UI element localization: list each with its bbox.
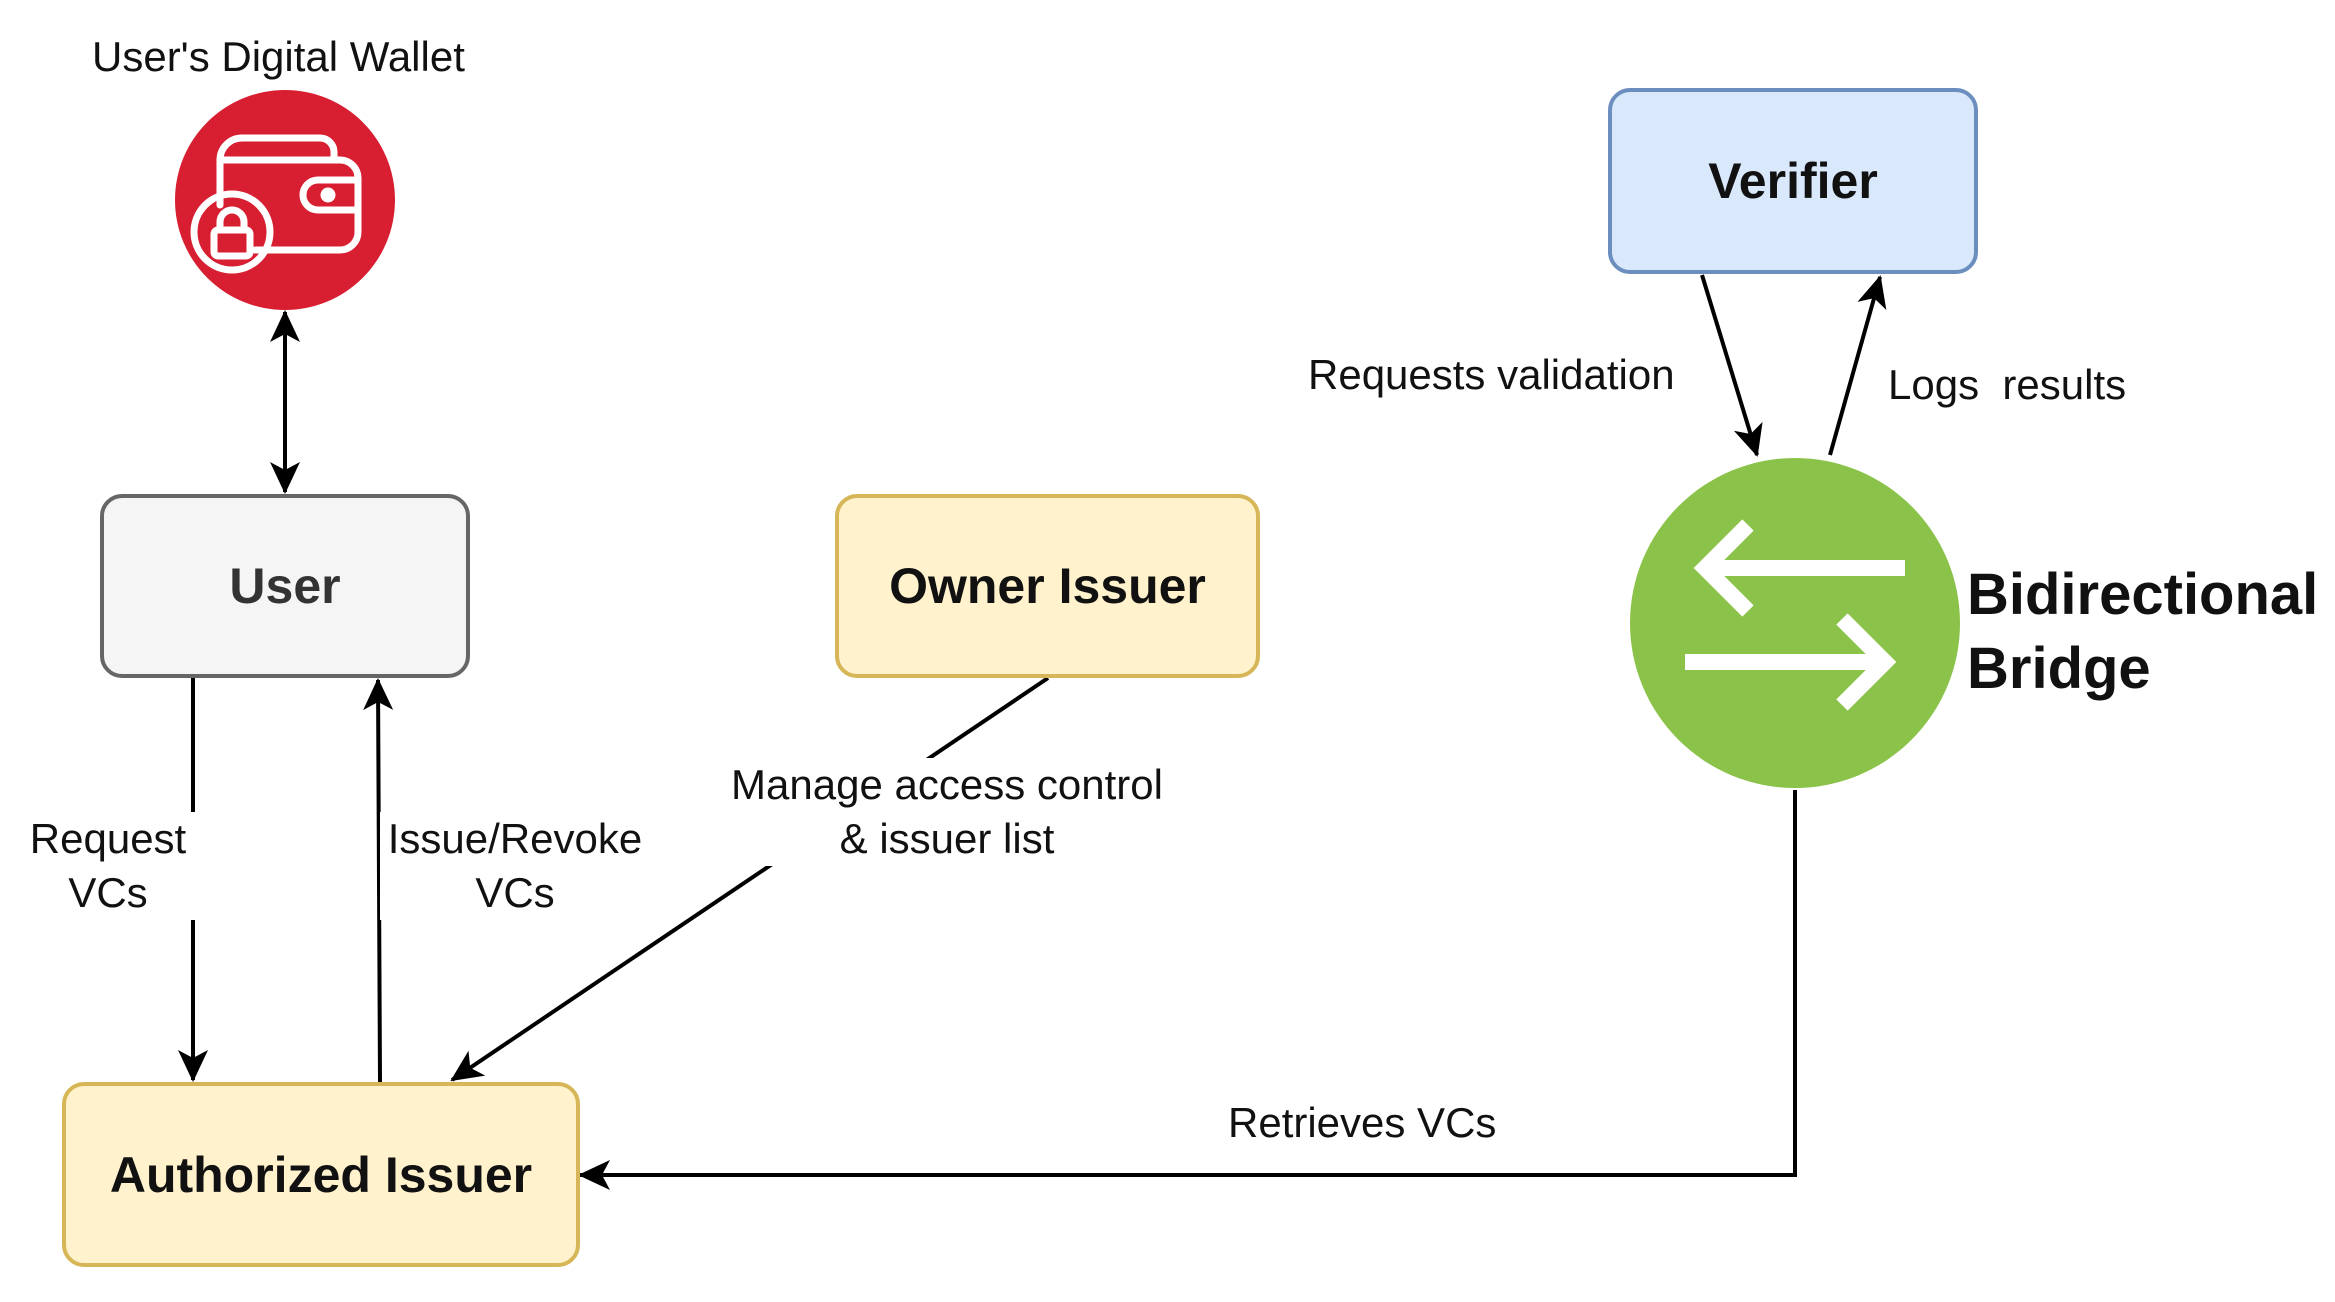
- logs-results-label: Logs results: [1888, 361, 2127, 408]
- request-vcs-label: Request VCs: [20, 812, 196, 920]
- edge-issue-revoke: [363, 678, 394, 1083]
- bidirectional-arrows-icon: [1685, 519, 1905, 711]
- request-vcs-line1: Request: [29, 815, 187, 862]
- bridge-label-line2: Bridge: [1967, 636, 2151, 701]
- manage-access-line1: Manage access control: [731, 761, 1163, 808]
- bridge-label-line1: Bidirectional: [1967, 562, 2319, 627]
- verifier-label: Verifier: [1708, 153, 1878, 209]
- wallet-label: User's Digital Wallet: [92, 33, 465, 80]
- bridge-node[interactable]: [1630, 458, 1960, 788]
- owner-issuer-label: Owner Issuer: [889, 558, 1206, 614]
- requests-validation-label: Requests validation: [1308, 351, 1675, 398]
- manage-access-label: Manage access control & issuer list: [712, 758, 1182, 866]
- wallet-node[interactable]: [175, 90, 395, 310]
- authorized-issuer-label: Authorized Issuer: [109, 1146, 533, 1203]
- issue-revoke-line2: VCs: [475, 869, 555, 916]
- owner-issuer-node[interactable]: Owner Issuer: [835, 494, 1260, 678]
- issue-revoke-label: Issue/Revoke VCs: [380, 812, 650, 920]
- bridge-label: Bidirectional Bridge: [1967, 558, 2318, 706]
- verifier-node[interactable]: Verifier: [1608, 88, 1978, 274]
- retrieves-vcs-label: Retrieves VCs: [1228, 1099, 1497, 1146]
- user-node[interactable]: User: [100, 494, 470, 678]
- issue-revoke-line1: Issue/Revoke: [387, 815, 643, 862]
- manage-access-line2: & issuer list: [839, 815, 1055, 862]
- authorized-issuer-node[interactable]: Authorized Issuer: [62, 1082, 580, 1267]
- edge-manage-access: [450, 676, 1050, 1082]
- user-label: User: [229, 558, 341, 614]
- edge-retrieves-vcs: [578, 790, 1797, 1190]
- edge-requests-validation: [1700, 274, 1763, 457]
- request-vcs-line2: VCs: [68, 869, 148, 916]
- wallet-lock-icon: [190, 134, 362, 274]
- edge-logs-results: [1828, 275, 1887, 456]
